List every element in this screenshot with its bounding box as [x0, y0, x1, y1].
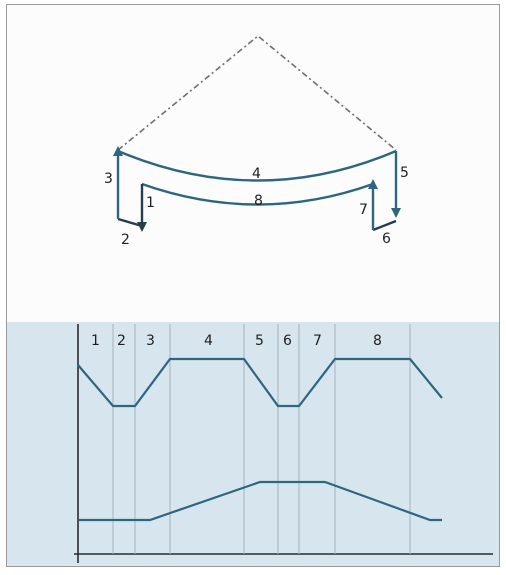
step-5-arrowhead — [391, 208, 401, 218]
label-step-4: 4 — [252, 166, 261, 182]
label-step-1: 1 — [146, 195, 155, 211]
arc-8 — [141, 182, 374, 206]
label-step-7: 7 — [359, 202, 368, 218]
step-7-arrowhead — [368, 179, 378, 189]
phase-label-7: 7 — [313, 333, 322, 349]
lower-curve — [79, 480, 442, 522]
upper-curve — [77, 357, 443, 408]
top-panel — [6, 4, 500, 322]
step-6-line — [372, 219, 397, 232]
phase-label-4: 4 — [204, 333, 213, 349]
outer-border — [6, 4, 500, 567]
label-step-8: 8 — [254, 193, 263, 209]
phase-label-6: 6 — [283, 333, 292, 349]
label-step-3: 3 — [104, 171, 113, 187]
phase-label-5: 5 — [255, 333, 264, 349]
dotted-peak — [117, 34, 397, 151]
label-step-5: 5 — [400, 165, 409, 181]
phase-label-3: 3 — [146, 333, 155, 349]
arc-4 — [117, 149, 397, 182]
bottom-panel — [6, 322, 500, 567]
phase-label-1: 1 — [91, 333, 100, 349]
label-step-2: 2 — [121, 232, 130, 248]
phase-label-8: 8 — [373, 333, 382, 349]
label-step-6: 6 — [382, 231, 391, 247]
step-2-line — [117, 217, 143, 228]
phase-gridlines — [112, 324, 411, 554]
phase-label-2: 2 — [117, 333, 126, 349]
step-3-arrowhead — [113, 146, 123, 156]
